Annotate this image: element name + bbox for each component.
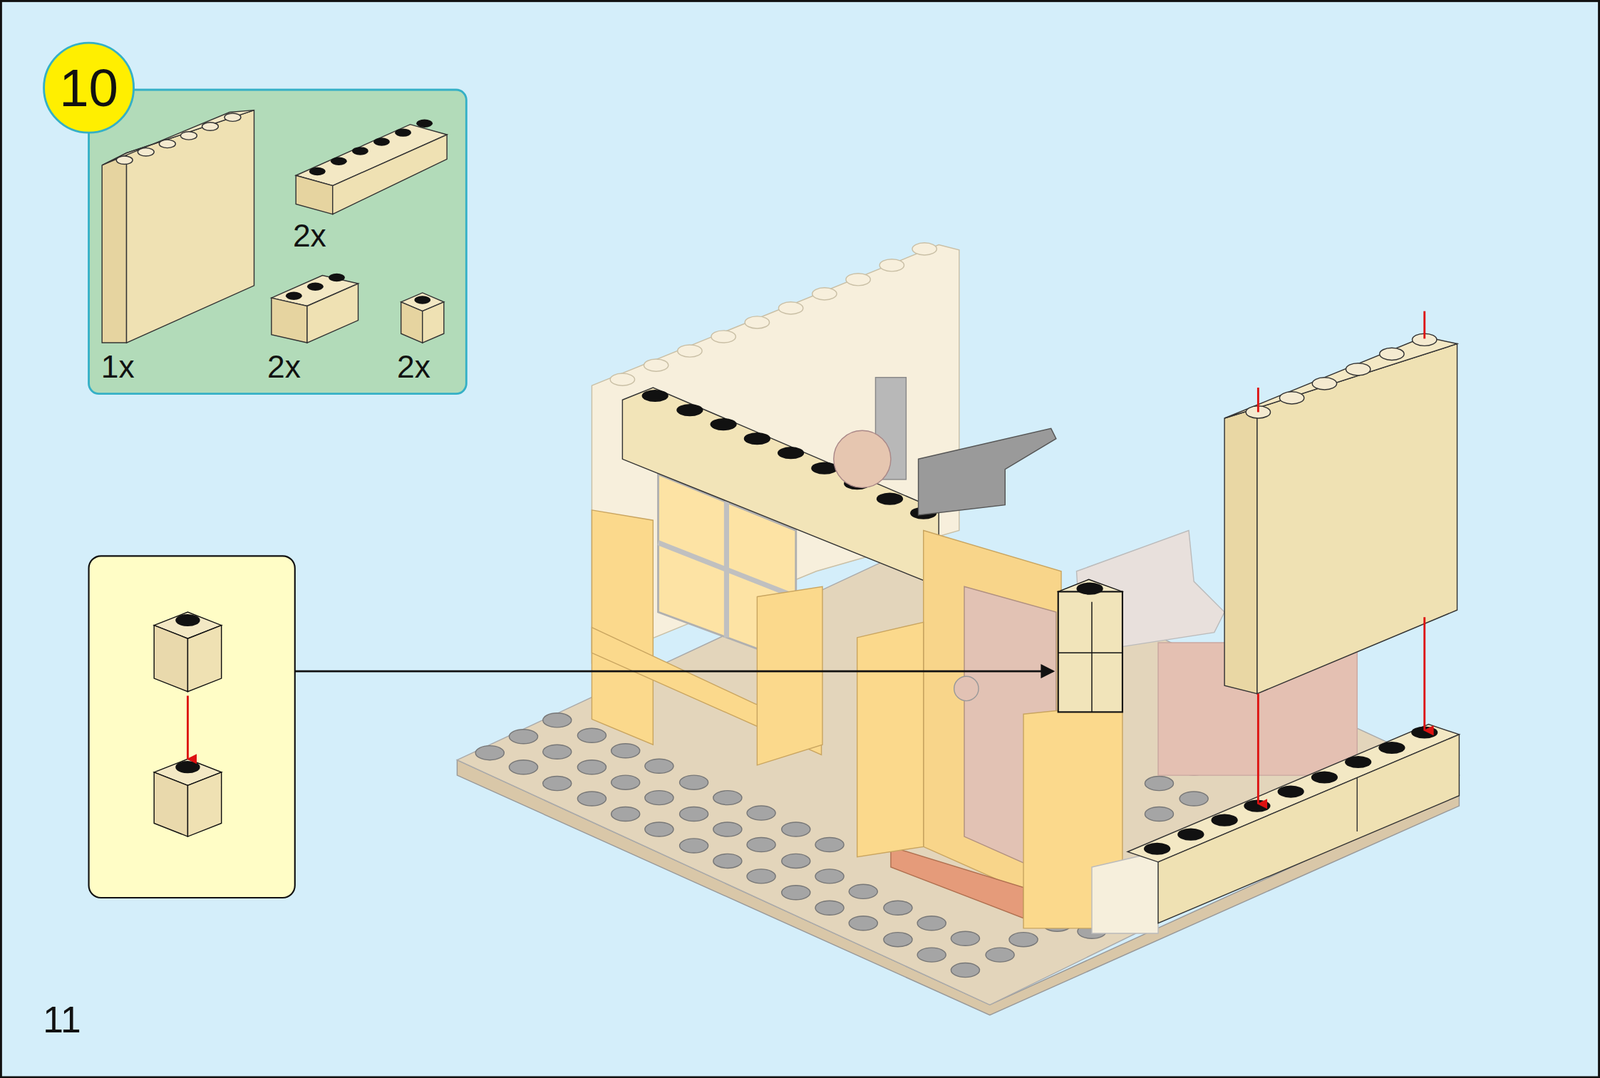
page-number: 11 — [42, 1002, 82, 1040]
part-quantity: 2x — [292, 220, 327, 252]
part-quantity: 1x — [101, 351, 135, 383]
part-quantity: 2x — [396, 351, 431, 383]
step-number-badge: 10 — [42, 42, 135, 134]
part-quantity: 2x — [267, 351, 301, 383]
step-number: 10 — [59, 61, 119, 115]
